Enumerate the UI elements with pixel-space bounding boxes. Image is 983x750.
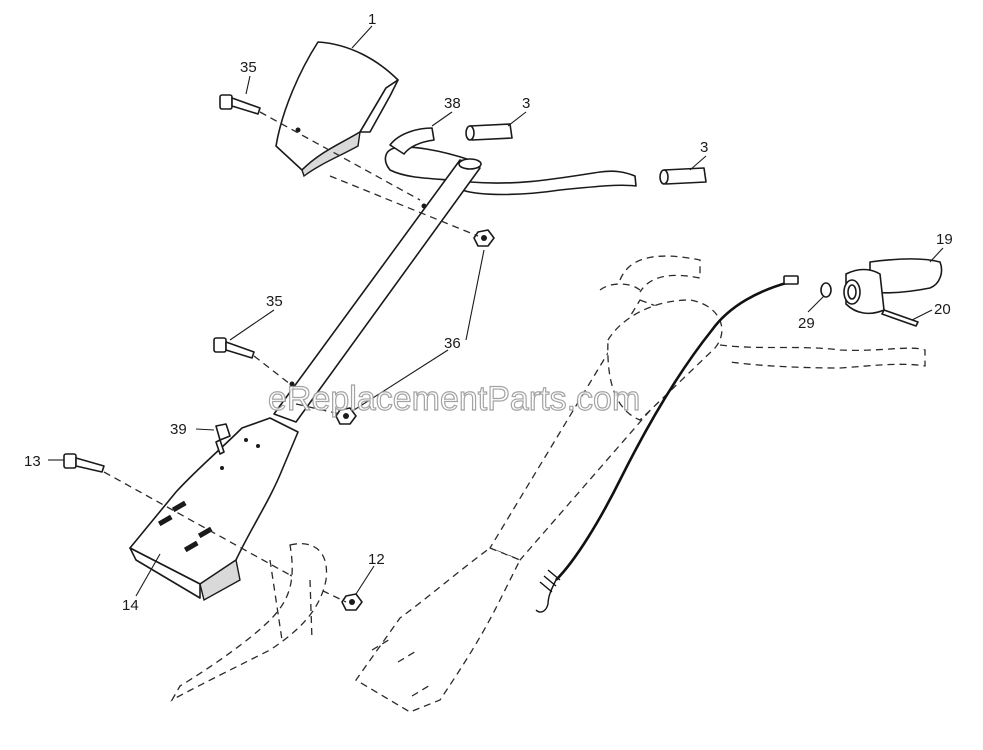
callout-38: 38 xyxy=(444,95,461,112)
part-14-bracket xyxy=(129,417,299,602)
control-cable xyxy=(535,275,799,613)
bolt-35-top xyxy=(219,94,261,115)
callout-19: 19 xyxy=(936,231,953,248)
callout-36: 36 xyxy=(444,335,461,352)
callout-29: 29 xyxy=(798,315,815,332)
assembly-guides xyxy=(103,111,479,603)
bolt-35-lower xyxy=(213,337,255,359)
callout-20: 20 xyxy=(934,301,951,318)
nut-36-upper xyxy=(473,229,495,247)
part-29-ring xyxy=(820,282,832,298)
bolt-39 xyxy=(215,423,231,455)
callout-14: 14 xyxy=(122,597,139,614)
assembled-ghost xyxy=(355,255,926,713)
callout-35-top: 35 xyxy=(240,59,257,76)
callout-12: 12 xyxy=(368,551,385,568)
part-19-grip-assembly xyxy=(843,258,943,327)
leader-lines xyxy=(48,25,944,597)
handle-shaft xyxy=(273,158,482,423)
handle-bar-upper xyxy=(384,123,707,196)
callout-1: 1 xyxy=(368,11,376,28)
callout-39: 39 xyxy=(170,421,187,438)
part-1-cover xyxy=(275,41,399,178)
bolt-13 xyxy=(63,453,105,473)
callout-13: 13 xyxy=(24,453,41,470)
callout-3-right: 3 xyxy=(700,139,708,156)
watermark: eReplacementParts.com xyxy=(268,380,640,418)
callout-35-lower: 35 xyxy=(266,293,283,310)
callout-3-top: 3 xyxy=(522,95,530,112)
frame-ghost-left xyxy=(170,543,328,702)
nut-36-lower xyxy=(335,407,357,425)
